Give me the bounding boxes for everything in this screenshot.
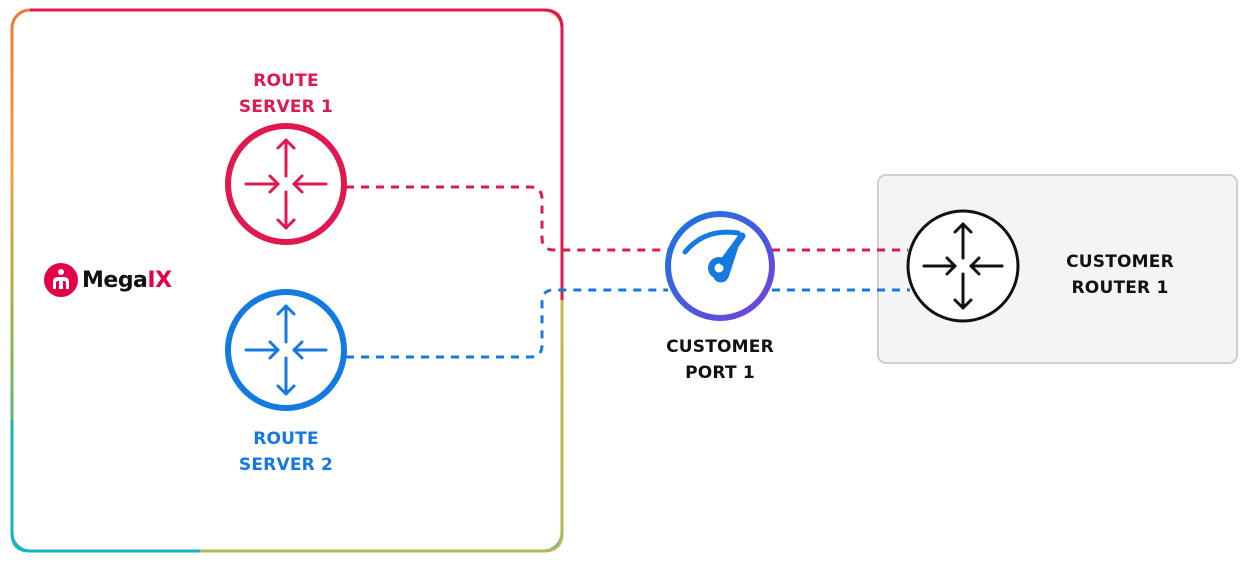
router-icon [244,138,328,230]
megaix-frame-top-accent [30,8,564,300]
speedometer-icon [682,229,746,283]
megaix-frame-bottom-accent [200,300,564,553]
megaport-logo-icon [44,263,78,297]
link-route-server-2 [346,288,910,359]
customer-port-1-label: CUSTOMER PORT 1 [630,334,810,386]
label-line-1: CUSTOMER [1066,252,1174,272]
label-line-2: ROUTER 1 [1071,278,1169,298]
label-line-2: PORT 1 [685,363,755,383]
route-server-2-node [225,289,347,411]
brand-name: MegaIX [82,268,172,293]
label-line-2: SERVER 1 [238,97,334,117]
brand-name-suffix: IX [147,267,172,293]
link-route-server-1 [346,185,908,252]
customer-router-1-label: CUSTOMER ROUTER 1 [1030,249,1210,301]
label-line-1: CUSTOMER [666,337,774,357]
brand-name-prefix: Mega [82,267,148,293]
route-server-2-label: ROUTE SERVER 2 [206,426,366,478]
route-server-1-label: ROUTE SERVER 1 [206,68,366,120]
customer-port-1-node [665,211,775,321]
router-icon [922,222,1004,310]
label-line-1: ROUTE [253,71,319,91]
label-line-1: ROUTE [253,429,319,449]
customer-router-1-node [906,209,1020,323]
router-icon [244,304,328,396]
label-line-2: SERVER 2 [238,455,334,475]
route-server-1-node [225,123,347,245]
megaix-brand: MegaIX [44,262,172,298]
megaix-frame-bottom-left-accent [10,420,200,553]
